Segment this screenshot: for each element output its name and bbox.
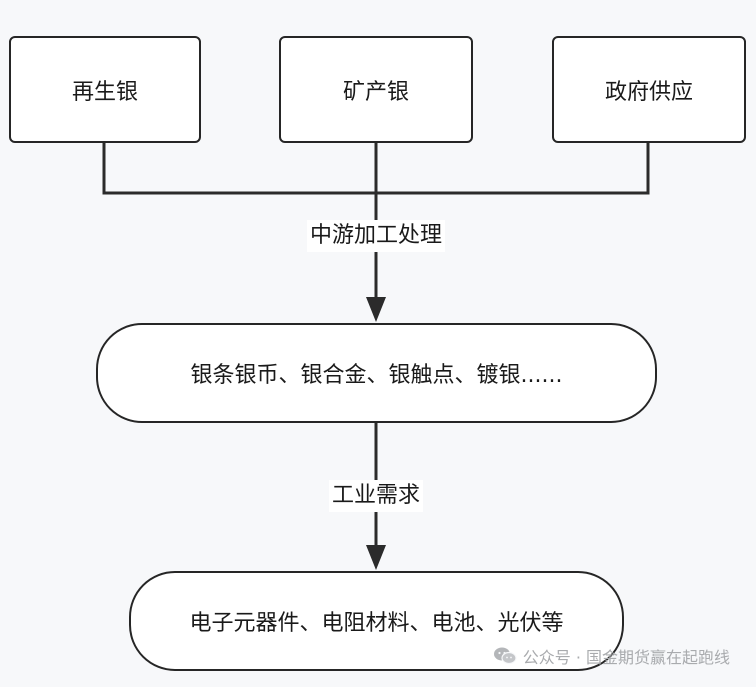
node-label: 政府供应 xyxy=(604,79,693,105)
edge-label-processing: 中游加工处理 xyxy=(306,220,446,252)
node-mine-silver: 矿产银 xyxy=(279,36,473,143)
node-government-supply: 政府供应 xyxy=(552,36,746,143)
edge-label-demand: 工业需求 xyxy=(328,480,424,512)
node-recycled-silver: 再生银 xyxy=(9,36,201,143)
arrowhead-demand xyxy=(366,545,386,570)
node-label: 矿产银 xyxy=(342,79,409,105)
arrowhead-processing xyxy=(366,297,386,322)
node-label: 再生银 xyxy=(71,79,138,105)
watermark-text: 公众号 · 国金期货赢在起跑线 xyxy=(522,648,730,667)
node-label: 银条银币、银合金、银触点、镀银...... xyxy=(190,363,563,388)
node-downstream-applications: 电子元器件、电阻材料、电池、光伏等 xyxy=(129,571,624,671)
connector-recycled xyxy=(102,142,376,195)
node-midstream-products: 银条银币、银合金、银触点、镀银...... xyxy=(96,323,657,423)
connector-government xyxy=(376,142,650,195)
wechat-icon xyxy=(493,647,517,665)
watermark: 公众号 · 国金期货赢在起跑线 xyxy=(493,644,730,668)
node-label: 电子元器件、电阻材料、电池、光伏等 xyxy=(189,611,564,636)
